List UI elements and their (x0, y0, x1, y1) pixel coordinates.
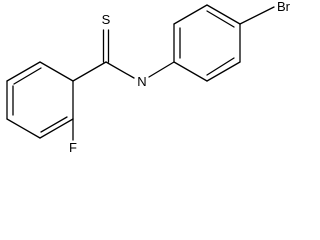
sulfur-atom-label: S (102, 12, 111, 27)
structure-canvas: S N F Br (6, 0, 291, 152)
fluorophenyl-ring (6, 61, 74, 139)
bond (173, 4, 208, 25)
bond (39, 61, 74, 82)
bond (39, 118, 74, 139)
bond-n-ring (148, 61, 175, 78)
nitrogen-atom-label: N (137, 74, 146, 89)
double-bond-inner (40, 116, 68, 133)
bond (6, 61, 41, 82)
bond (206, 61, 241, 82)
double-bond-inner (13, 67, 42, 85)
bond-c-n (105, 61, 135, 79)
chemical-structure: S N F Br (6, 0, 291, 152)
bond (6, 118, 41, 139)
bromine-atom-label: Br (277, 0, 291, 14)
bond (206, 4, 241, 25)
bond-c-br (239, 6, 275, 25)
double-bond-inner (206, 10, 235, 28)
bond-ring-to-thiocarbonyl (72, 61, 107, 82)
fluorine-atom-label: F (69, 140, 77, 152)
bromophenyl-ring (173, 4, 241, 82)
bond (173, 61, 208, 82)
double-bond-inner (206, 57, 235, 76)
